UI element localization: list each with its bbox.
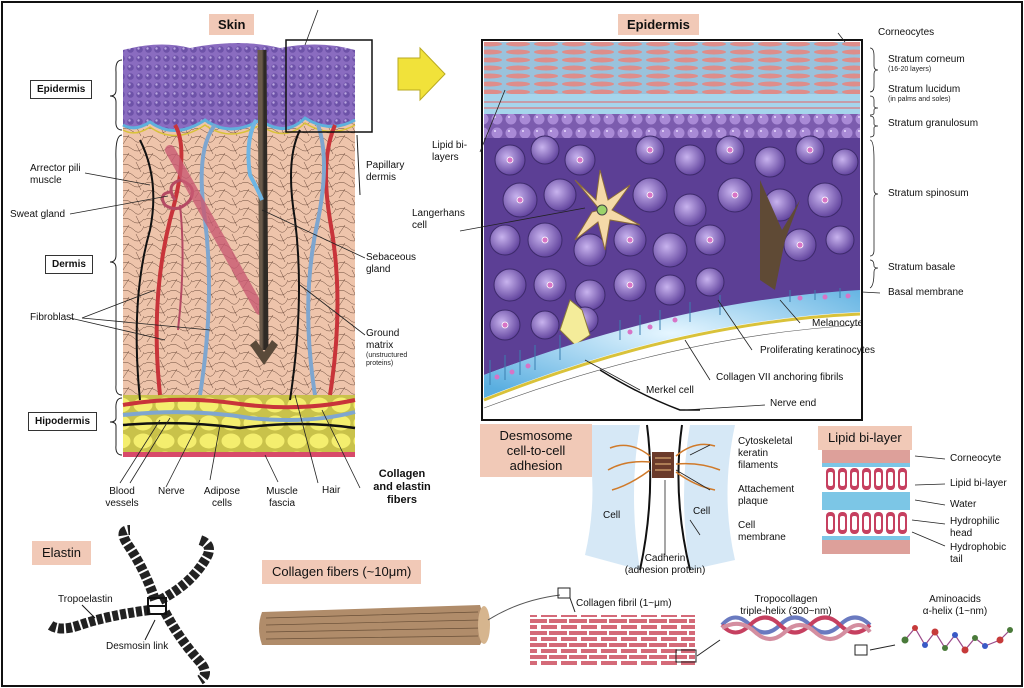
aminoacids-label: Aminoacids α-helix (1~nm) — [910, 594, 1000, 618]
langerhans-cell-label: Langerhans cell — [412, 208, 468, 232]
lipid-bilayer-label: Lipid bi-layer — [950, 478, 1007, 490]
tropocollagen-text: Tropocollagen — [754, 594, 817, 605]
muscle-fascia-label: Muscle fascia — [262, 486, 302, 510]
stratum-corneum-label: Stratum corneum (16-20 layers) — [888, 54, 965, 74]
cell-right-label: Cell — [693, 506, 710, 518]
desmosome-panel — [585, 425, 735, 570]
cadherin-text: Cadherin — [645, 553, 686, 564]
corneocytes-label: Corneocytes — [878, 27, 934, 39]
collagen-elastin-label: Collagen and elastin fibers — [372, 468, 432, 507]
merkel-cell-label: Merkel cell — [646, 385, 694, 397]
lipid-bilayer-panel — [822, 448, 945, 554]
alpha-helix-text: α-helix (1~nm) — [923, 606, 987, 617]
zoom-arrow — [398, 48, 445, 100]
lipid-bilayer-title: Lipid bi-layer — [818, 426, 912, 450]
cytoskeletal-label: Cytoskeletal keratin filaments — [738, 436, 794, 472]
stratum-lucidum-sub: (in palms and soles) — [888, 96, 960, 104]
elastin-title: Elastin — [32, 541, 91, 565]
stratum-lucidum-label: Stratum lucidum (in palms and soles) — [888, 84, 960, 104]
epidermis-detail — [482, 40, 862, 420]
hydrophobic-label: Hydrophobic tail — [950, 542, 1010, 566]
stratum-corneum-sub: (16-20 layers) — [888, 66, 965, 74]
skin-title: Skin — [209, 14, 254, 35]
tropocollagen-label: Tropocollagen triple-helix (300~nm) — [726, 594, 846, 618]
aminoacids-text: Aminoacids — [929, 594, 981, 605]
cell-membrane-label: Cell membrane — [738, 520, 788, 544]
attachment-plaque-label: Attachement plaque — [738, 484, 794, 508]
epidermis-title: Epidermis — [618, 14, 699, 35]
cadherin-label: Cadherin (adhesion protein) — [610, 553, 720, 577]
lipid-bilayers-label: Lipid bi-layers — [432, 140, 476, 164]
ground-matrix-label: Ground matrix (unstructured proteins) — [366, 328, 426, 368]
stratum-corneum-text: Stratum corneum — [888, 54, 965, 65]
collagen7-label: Collagen VII anchoring fibrils — [716, 372, 843, 384]
melanocyte-label: Melanocyte — [812, 318, 863, 330]
collagen-title: Collagen fibers (~10μm) — [262, 560, 421, 584]
adipose-cells-label: Adipose cells — [200, 486, 244, 510]
collagen-fibril-label: Collagen fibril (1~μm) — [576, 598, 672, 610]
desmosin-link-label: Desmosin link — [106, 641, 168, 653]
arrector-pili-label: Arrector pili muscle — [30, 163, 90, 187]
stratum-basale-label: Stratum basale — [888, 262, 955, 274]
proliferating-keratinocytes-label: Proliferating keratinocytes — [760, 345, 875, 357]
hipodermis-layer-label: Hipodermis — [28, 412, 97, 431]
sweat-gland-label: Sweat gland — [10, 209, 65, 221]
fibroblast-label: Fibroblast — [30, 312, 74, 324]
corneocyte-label: Corneocyte — [950, 453, 1001, 465]
tropoelastin-label: Tropoelastin — [58, 594, 113, 606]
desmosome-title: Desmosome cell-to-cell adhesion — [480, 424, 592, 477]
water-label: Water — [950, 499, 976, 511]
cadherin-sub: (adhesion protein) — [625, 565, 706, 576]
stratum-lucidum-text: Stratum lucidum — [888, 84, 960, 95]
nerve-label: Nerve — [158, 486, 185, 498]
triple-helix-text: triple-helix (300~nm) — [740, 606, 831, 617]
hair-label: Hair — [322, 485, 340, 497]
blood-vessels-label: Blood vessels — [102, 486, 142, 510]
hydrophilic-label: Hydrophilic head — [950, 516, 1010, 540]
papillary-dermis-label: Papillary dermis — [366, 160, 416, 184]
sebaceous-gland-label: Sebaceous gland — [366, 252, 416, 276]
ground-matrix-sub: (unstructured proteins) — [366, 352, 426, 368]
basal-membrane-label: Basal membrane — [888, 287, 964, 299]
cell-left-label: Cell — [603, 510, 620, 522]
ground-matrix-text: Ground matrix — [366, 328, 399, 351]
epidermis-layer-label: Epidermis — [30, 80, 92, 99]
nerve-end-label: Nerve end — [770, 398, 816, 410]
stratum-spinosum-label: Stratum spinosum — [888, 188, 969, 200]
dermis-layer-label: Dermis — [45, 255, 93, 274]
skin-cross-section — [110, 40, 372, 457]
stratum-granulosum-label: Stratum granulosum — [888, 118, 978, 130]
